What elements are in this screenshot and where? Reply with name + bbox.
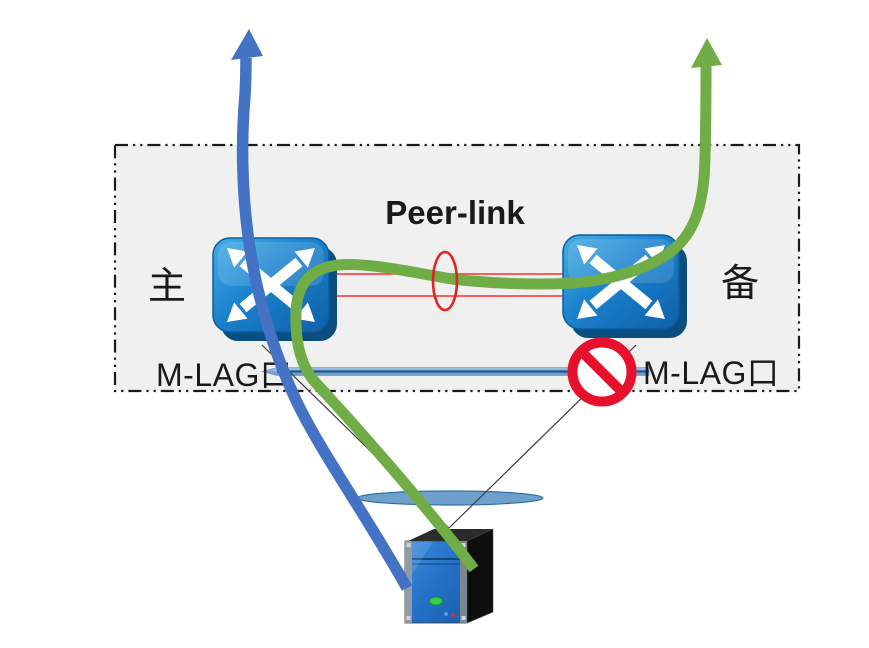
switch-icon-primary bbox=[213, 238, 337, 341]
no-entry-icon bbox=[567, 337, 637, 407]
primary-role-label: 主 bbox=[148, 266, 186, 308]
lag-ellipse-icon bbox=[356, 490, 544, 506]
mlag-port-label-right: M-LAG口 bbox=[643, 355, 779, 391]
peer-link-label: Peer-link bbox=[385, 194, 525, 231]
red-ellipse-icon bbox=[431, 250, 459, 312]
green-up-arrow bbox=[290, 38, 722, 573]
backup-role-label: 备 bbox=[721, 263, 759, 305]
blue-up-arrow bbox=[231, 29, 413, 591]
mlag-port-label-left: M-LAG口 bbox=[156, 357, 292, 393]
